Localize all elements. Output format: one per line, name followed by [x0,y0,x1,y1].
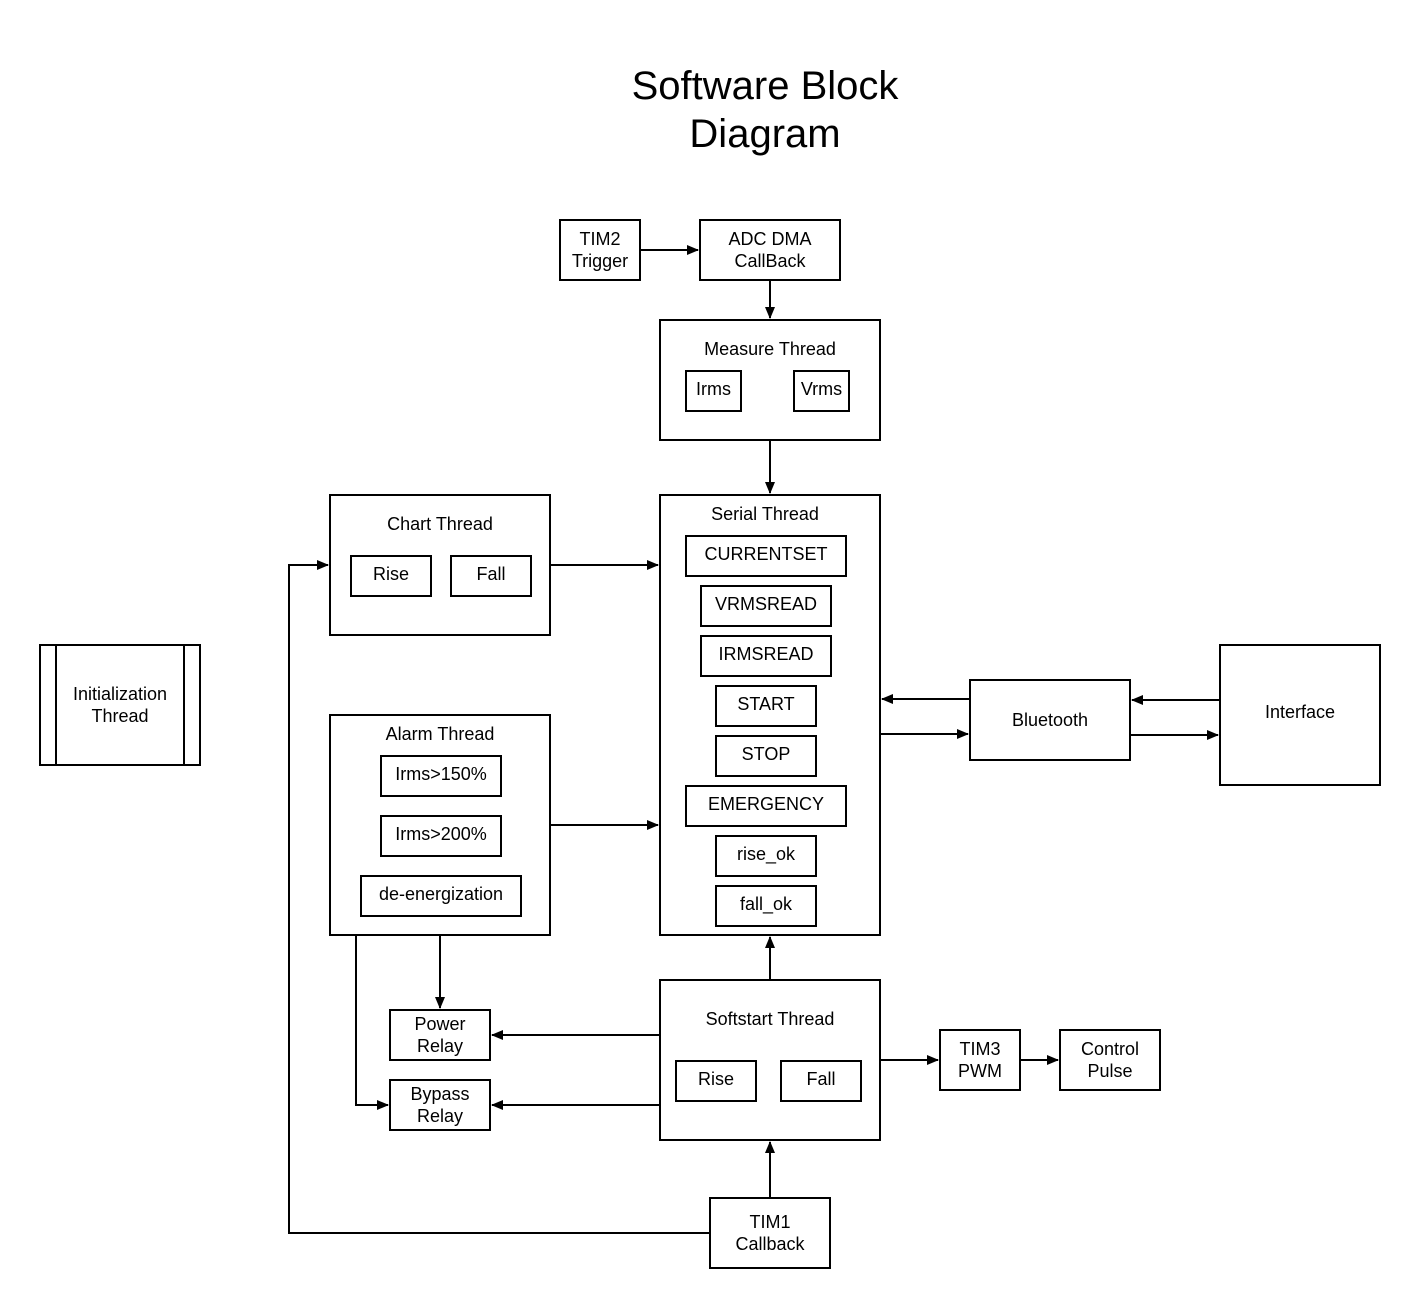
serial-item-vrmsread: VRMSREAD [700,585,832,627]
measure-item-vrms: Vrms [793,370,850,412]
serial-item-start: START [715,685,817,727]
chart-item-rise: Rise [350,555,432,597]
serial-item-fall-ok: fall_ok [715,885,817,927]
initialization-thread-block: Initialization Thread [39,644,201,766]
alarm-thread-block: Alarm Thread Irms>150% Irms>200% de-ener… [329,714,551,936]
tim1-callback-block: TIM1 Callback [709,1197,831,1269]
serial-thread-title: Serial Thread [711,504,819,524]
initialization-right-bar [183,645,185,765]
alarm-item-de-energization: de-energization [360,875,522,917]
bypass-relay-block: Bypass Relay [389,1079,491,1131]
power-relay-block: Power Relay [389,1009,491,1061]
diagram-title: Software Block Diagram [631,64,899,156]
measure-thread-block: Measure Thread Irms Vrms [659,319,881,441]
chart-thread-title: Chart Thread [387,514,493,534]
softstart-item-fall: Fall [780,1060,862,1102]
serial-item-emergency: EMERGENCY [685,785,847,827]
serial-item-currentset: CURRENTSET [685,535,847,577]
adc-dma-callback-block: ADC DMA CallBack [699,219,841,281]
chart-thread-block: Chart Thread Rise Fall [329,494,551,636]
tim2-trigger-block: TIM2 Trigger [559,219,641,281]
measure-item-irms: Irms [685,370,742,412]
serial-item-irmsread: IRMSREAD [700,635,832,677]
initialization-left-bar [55,645,57,765]
arrow-tim1-to-chart [288,560,710,1234]
serial-thread-block: Serial Thread CURRENTSET VRMSREAD IRMSRE… [659,494,881,936]
alarm-item-irms-150: Irms>150% [380,755,502,797]
softstart-thread-block: Softstart Thread Rise Fall [659,979,881,1141]
serial-item-stop: STOP [715,735,817,777]
serial-item-rise-ok: rise_ok [715,835,817,877]
chart-item-fall: Fall [450,555,532,597]
measure-thread-title: Measure Thread [704,339,836,359]
alarm-thread-title: Alarm Thread [385,724,495,744]
control-pulse-block: Control Pulse [1059,1029,1161,1091]
bluetooth-block: Bluetooth [969,679,1131,761]
alarm-item-irms-200: Irms>200% [380,815,502,857]
softstart-thread-title: Softstart Thread [705,1009,835,1029]
interface-block: Interface [1219,644,1381,786]
tim3-pwm-block: TIM3 PWM [939,1029,1021,1091]
softstart-item-rise: Rise [675,1060,757,1102]
arrow-alarm-to-bypass-relay [355,935,389,1110]
